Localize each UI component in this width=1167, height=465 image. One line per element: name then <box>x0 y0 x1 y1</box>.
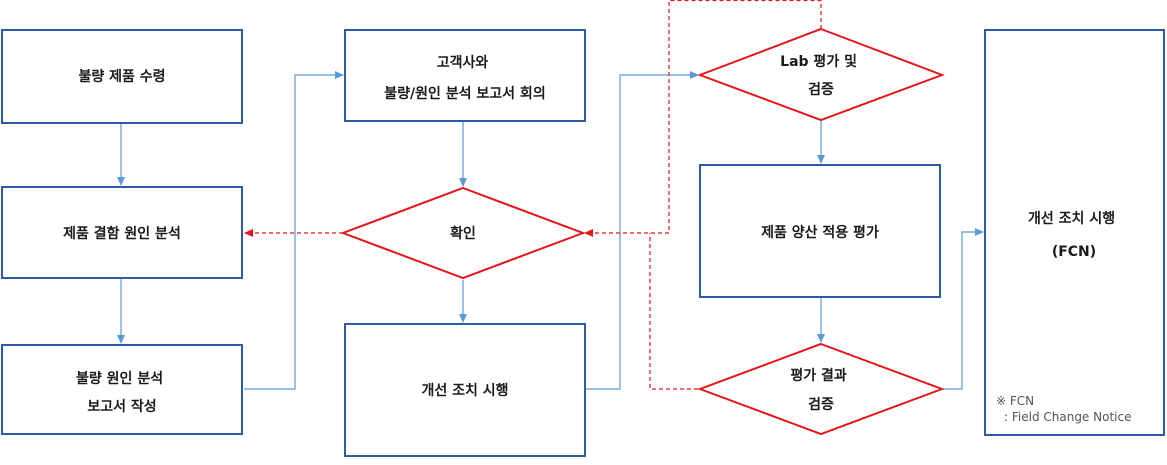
diamond-lab-eval: Lab 평가 및 검증 <box>697 27 945 122</box>
fcn-note-line1: ※ FCN <box>996 394 1034 408</box>
label-line: 개선 조치 시행 <box>421 383 508 399</box>
diamond-eval-result-verify: 평가 결과 검증 <box>697 342 945 436</box>
diamond-eval-result-verify-label: 평가 결과 검증 <box>790 367 851 413</box>
fcn-note: ※ FCN : Field Change Notice <box>996 394 1131 424</box>
label-line: 제품 양산 적용 평가 <box>761 224 879 241</box>
label-line: 평가 결과 <box>790 367 847 384</box>
box-defect-receipt: 불량 제품 수령 <box>1 29 243 124</box>
box-defect-cause-analysis: 제품 결함 원인 분석 <box>1 186 243 279</box>
diamond-lab-eval-label: Lab 평가 및 검증 <box>780 53 862 98</box>
label-line: 보고서 작성 <box>87 398 156 415</box>
connectors <box>117 0 984 390</box>
box-corrective-action-label: 개선 조치 시행 <box>421 383 508 399</box>
box-customer-meeting: 고객사와 불량/원인 분석 보고서 회의 <box>344 29 586 122</box>
label-line: 제품 결함 원인 분석 <box>63 225 181 242</box>
label-line: 개선 조치 시행 <box>1028 211 1115 227</box>
label-line: 검증 <box>808 81 834 98</box>
label-line: 불량/원인 분석 보고서 회의 <box>384 85 545 102</box>
diamond-confirm: 확인 <box>340 186 586 280</box>
box-defect-receipt-label: 불량 제품 수령 <box>78 69 165 85</box>
label-line: 불량 제품 수령 <box>78 69 165 85</box>
arrow-result-to-fcn <box>943 228 984 390</box>
box-mass-production-eval: 제품 양산 적용 평가 <box>699 164 941 298</box>
box-fcn-action-label: 개선 조치 시행 (FCN) <box>1028 211 1120 260</box>
arrow-action-to-lab <box>586 71 699 390</box>
box-mass-production-eval-label: 제품 양산 적용 평가 <box>761 224 879 241</box>
box-customer-meeting-label: 고객사와 불량/원인 분석 보고서 회의 <box>384 54 545 102</box>
label-line: 확인 <box>450 225 476 242</box>
arrow-report-to-meeting <box>244 71 344 390</box>
label-line: 불량 원인 분석 <box>76 370 163 387</box>
fcn-note-line2: : Field Change Notice <box>1004 410 1131 424</box>
box-fcn-action: 개선 조치 시행 (FCN) ※ FCN : Field Change Noti… <box>984 29 1165 436</box>
box-defect-cause-analysis-label: 제품 결함 원인 분석 <box>63 225 181 242</box>
dashed-arrow-lab-to-confirm <box>584 0 822 237</box>
label-line: 검증 <box>808 396 834 413</box>
box-corrective-action: 개선 조치 시행 <box>344 323 586 457</box>
box-defect-report: 불량 원인 분석 보고서 작성 <box>1 344 243 435</box>
label-line: 고객사와 <box>437 54 489 71</box>
box-defect-report-label: 불량 원인 분석 보고서 작성 <box>76 370 168 415</box>
label-line: Lab 평가 및 <box>780 53 857 70</box>
dashed-line-result-to-confirm <box>649 233 698 390</box>
diamond-confirm-label: 확인 <box>450 225 476 242</box>
label-line: (FCN) <box>1052 244 1096 260</box>
